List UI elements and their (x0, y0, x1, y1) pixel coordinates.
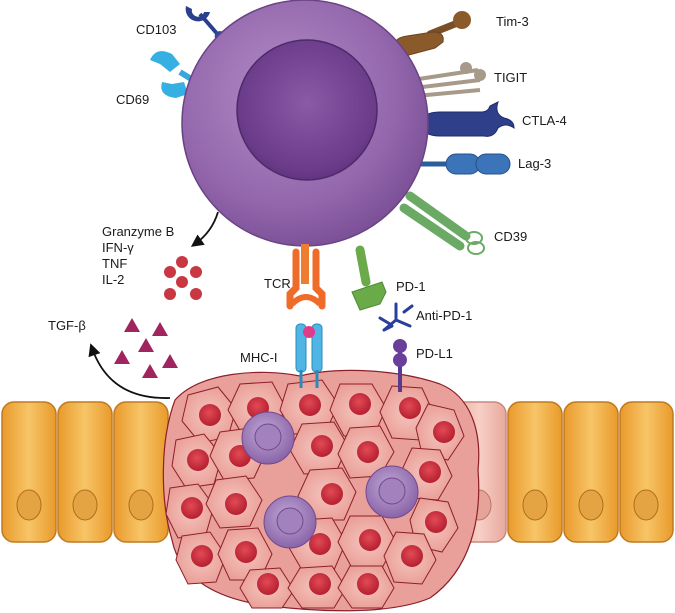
label-tim3: Tim-3 (496, 14, 529, 29)
epithelial-cell-left-1 (1, 401, 57, 543)
epithelial-cell-right-2 (563, 401, 619, 543)
label-ifn-gamma: IFN-γ (102, 240, 134, 255)
t-cell-nucleus (236, 39, 378, 181)
tumor-mass (162, 369, 480, 612)
epithelial-cell-right-3 (619, 401, 674, 543)
tumor-cells (165, 379, 465, 609)
lag3-receptor (418, 153, 511, 175)
epithelial-cell-right-1 (507, 401, 563, 543)
label-ctla4: CTLA-4 (522, 113, 567, 128)
tgf-arrow (88, 343, 171, 399)
label-tnf: TNF (102, 256, 127, 271)
label-cd39: CD39 (494, 229, 527, 244)
label-granzyme-b: Granzyme B (102, 224, 174, 239)
tim3-receptor (393, 11, 471, 57)
secretion-arrow (190, 211, 219, 247)
mhc1-molecule (295, 323, 323, 388)
pdl1-ligand (393, 339, 407, 392)
label-anti-pd1: Anti-PD-1 (416, 308, 472, 323)
label-tgf-beta: TGF-β (48, 318, 86, 333)
label-cd103: CD103 (136, 22, 176, 37)
cd39-receptor (399, 191, 485, 255)
infiltrating-lymphocyte-3 (263, 495, 317, 549)
label-mhc1: MHC-I (240, 350, 278, 365)
t-cell (181, 0, 429, 247)
infiltrating-lymphocyte-2 (365, 465, 419, 519)
label-tcr: TCR (264, 276, 291, 291)
label-pdl1: PD-L1 (416, 346, 453, 361)
label-pd1: PD-1 (396, 279, 426, 294)
epithelial-cell-left-2 (57, 401, 113, 543)
label-tigit: TIGIT (494, 70, 527, 85)
peptide (303, 326, 315, 338)
pd1-receptor (351, 245, 387, 311)
cytokine-granules (164, 256, 202, 300)
tcr-receptor (286, 244, 326, 310)
label-lag3: Lag-3 (518, 156, 551, 171)
epithelial-cell-left-3 (113, 401, 169, 543)
ctla4-receptor (421, 101, 515, 137)
label-il2: IL-2 (102, 272, 124, 287)
anti-pd1-antibody (378, 302, 414, 332)
label-cd69: CD69 (116, 92, 149, 107)
epithelium (1, 401, 674, 543)
tgf-beta-triangles (114, 318, 178, 378)
tigit-receptor (411, 62, 486, 98)
infiltrating-lymphocyte-1 (241, 411, 295, 465)
